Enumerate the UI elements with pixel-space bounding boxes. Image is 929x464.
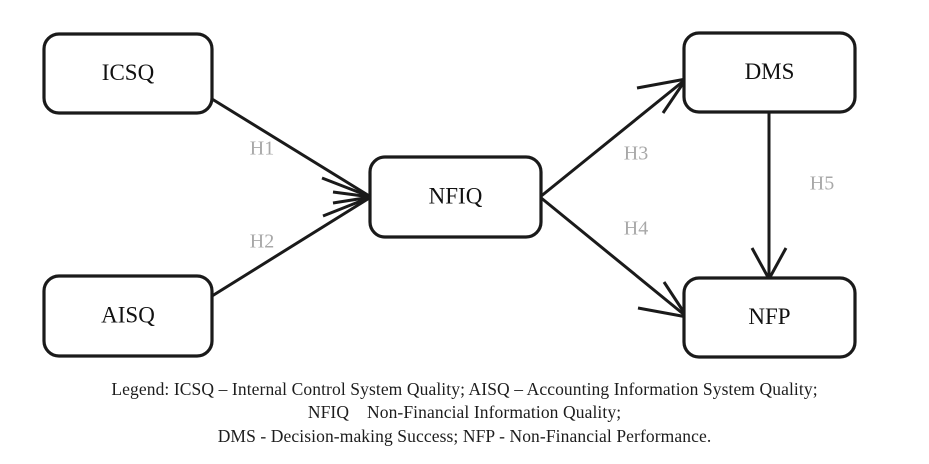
node-nfp-label: NFP: [748, 304, 790, 329]
node-aisq-label: AISQ: [101, 302, 155, 327]
hypothesis-label-h1: H1: [250, 138, 274, 160]
hypothesis-label-h4: H4: [624, 218, 648, 240]
edge-h5: [750, 112, 788, 280]
legend-line-3: DMS - Decision-making Success; NFP - Non…: [217, 425, 712, 446]
node-dms-label: DMS: [745, 59, 795, 84]
node-dms[interactable]: DMS: [682, 31, 857, 114]
node-icsq-label: ICSQ: [102, 60, 155, 85]
node-aisq[interactable]: AISQ: [42, 274, 214, 358]
legend-line-1: Legend: ICSQ – Internal Control System Q…: [111, 379, 818, 399]
edge-h1: [211, 97, 372, 199]
node-nfiq[interactable]: NFIQ: [368, 155, 543, 239]
legend: Legend: ICSQ – Internal Control System Q…: [0, 378, 929, 448]
node-nfp[interactable]: NFP: [682, 276, 857, 359]
edge-h2: [211, 195, 372, 298]
edge-h3: [539, 77, 688, 199]
hypothesis-label-h2: H2: [250, 231, 274, 253]
hypothesis-label-h5: H5: [810, 173, 834, 195]
legend-line-2: NFIQ Non-Financial Information Quality;: [307, 402, 622, 423]
edge-h4: [539, 195, 689, 319]
node-icsq[interactable]: ICSQ: [42, 32, 214, 115]
hypothesis-label-h3: H3: [624, 143, 648, 165]
node-nfiq-label: NFIQ: [429, 183, 483, 208]
